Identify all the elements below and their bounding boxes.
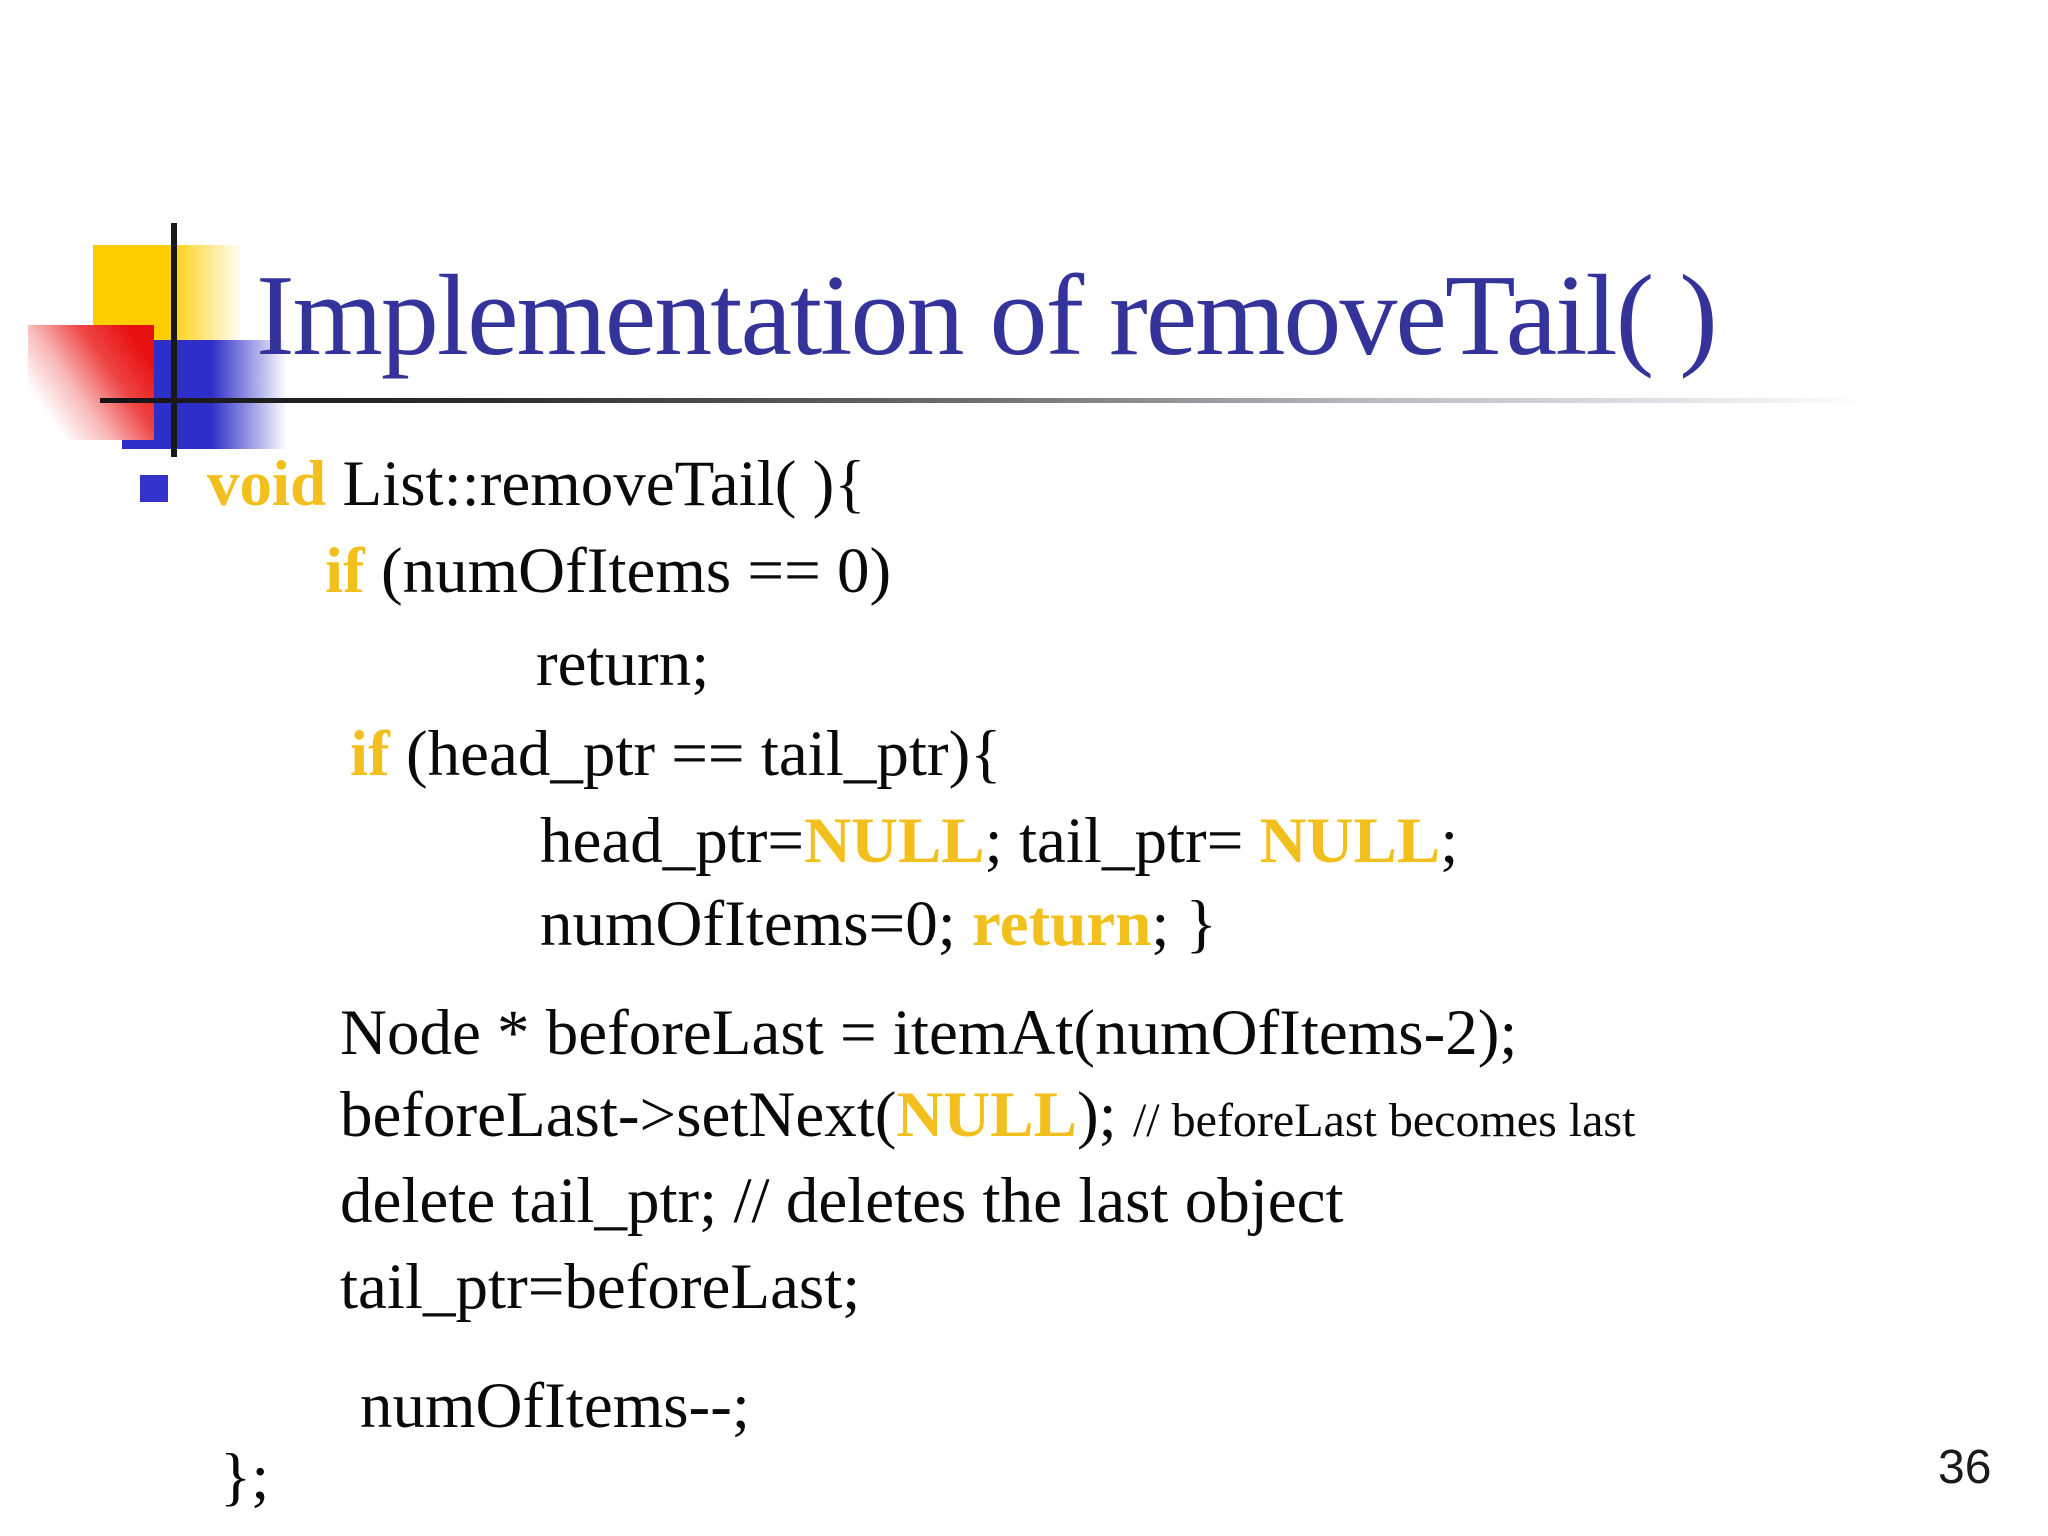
code-line: if (head_ptr == tail_ptr){ — [350, 714, 1001, 794]
code-text: ; — [1440, 805, 1459, 877]
page-number: 36 — [1938, 1441, 1992, 1494]
code-text: (head_ptr == tail_ptr){ — [389, 718, 1002, 790]
code-line: tail_ptr=beforeLast; — [340, 1247, 860, 1327]
code-line: }; — [220, 1437, 269, 1517]
code-text: ); — [1077, 1079, 1133, 1151]
code-text: delete tail_ptr; // deletes the last obj… — [340, 1165, 1344, 1237]
code-keyword: void — [207, 448, 327, 520]
code-text: }; — [220, 1441, 270, 1513]
code-text: tail_ptr=beforeLast; — [340, 1251, 861, 1323]
code-text: List::removeTail( ){ — [326, 448, 866, 520]
code-keyword: if — [350, 718, 390, 790]
deco-yellow-square — [93, 245, 243, 340]
code-line: beforeLast->setNext(NULL); // beforeLast… — [340, 1075, 1635, 1155]
code-line: if (numOfItems == 0) — [325, 531, 891, 611]
deco-red-gradient-square — [28, 325, 154, 440]
code-text: head_ptr= — [540, 805, 805, 877]
code-text: beforeLast->setNext( — [340, 1079, 897, 1151]
code-line: delete tail_ptr; // deletes the last obj… — [340, 1161, 1344, 1241]
code-text: return; — [536, 628, 710, 700]
slide-title: Implementation of removeTail( ) — [256, 252, 1718, 380]
code-text: ; tail_ptr= — [984, 805, 1260, 877]
code-text: Node * beforeLast = itemAt(numOfItems-2)… — [340, 997, 1518, 1069]
code-keyword: NULL — [1259, 805, 1441, 877]
code-text: numOfItems=0; — [540, 888, 973, 960]
code-keyword: NULL — [896, 1079, 1077, 1151]
code-keyword: return — [972, 888, 1152, 960]
code-keyword: if — [325, 535, 365, 607]
code-line: return; — [536, 624, 709, 704]
code-line: Node * beforeLast = itemAt(numOfItems-2)… — [340, 993, 1517, 1073]
code-line: void List::removeTail( ){ — [207, 444, 865, 524]
code-text: (numOfItems == 0) — [364, 535, 892, 607]
code-line: numOfItems=0; return; } — [540, 884, 1217, 964]
code-line: numOfItems--; — [360, 1366, 750, 1446]
deco-vertical-crosshair-line — [171, 223, 177, 457]
title-underline-rule — [100, 398, 1868, 403]
bullet-square-icon — [140, 475, 168, 502]
code-text: ; } — [1151, 888, 1217, 960]
code-line: head_ptr=NULL; tail_ptr= NULL; — [540, 801, 1458, 881]
code-keyword: NULL — [804, 805, 985, 877]
code-text: numOfItems--; — [360, 1370, 750, 1442]
code-comment: // beforeLast becomes last — [1132, 1094, 1636, 1147]
